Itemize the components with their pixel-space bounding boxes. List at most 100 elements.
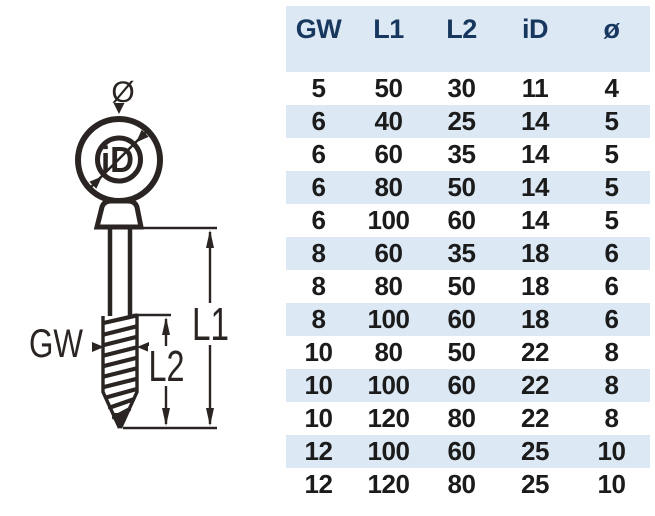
eyebolt-technical-drawing: iD Ø bbox=[0, 0, 286, 516]
eyebolt-drawing-svg: iD Ø bbox=[29, 76, 229, 430]
table-cell: 35 bbox=[447, 139, 476, 169]
dimensions-table: GW L1 L2 iD ø 5 50 30 11 4 6 40 25 14 5 … bbox=[286, 6, 650, 501]
table-row: 12 100 60 25 10 bbox=[286, 435, 650, 468]
table-cell: 60 bbox=[447, 436, 476, 466]
table-cell: 14 bbox=[521, 106, 549, 136]
table-cell: 6 bbox=[311, 205, 326, 235]
table-cell: 18 bbox=[521, 238, 549, 268]
table-row: 10 80 50 22 8 bbox=[286, 336, 650, 369]
table-row: 10 100 60 22 8 bbox=[286, 369, 650, 402]
table-cell: 8 bbox=[604, 370, 619, 400]
column-header-gw: GW bbox=[295, 14, 342, 44]
table-cell: 14 bbox=[521, 172, 549, 202]
table-cell: 5 bbox=[604, 139, 619, 169]
table-cell: 60 bbox=[374, 238, 403, 268]
table-cell: 80 bbox=[447, 469, 476, 499]
table-cell: 60 bbox=[374, 139, 403, 169]
table-row: 8 60 35 18 6 bbox=[286, 237, 650, 270]
table-cell: 5 bbox=[604, 205, 619, 235]
table-cell: 60 bbox=[447, 205, 476, 235]
table-cell: 6 bbox=[311, 139, 326, 169]
column-header-diameter: ø bbox=[603, 14, 621, 44]
inner-diameter-arrow-lower bbox=[89, 176, 102, 189]
table-row: 6 40 25 14 5 bbox=[286, 105, 650, 138]
table-cell: 6 bbox=[311, 106, 326, 136]
table-cell: 6 bbox=[604, 271, 619, 301]
l1-label-background bbox=[192, 303, 229, 345]
l2-label: L2 bbox=[149, 342, 185, 391]
table-cell: 30 bbox=[447, 73, 476, 103]
table-cell: 18 bbox=[521, 271, 549, 301]
table-header-row: GW L1 L2 iD ø bbox=[286, 6, 650, 72]
table-cell: 25 bbox=[447, 106, 476, 136]
table-cell: 22 bbox=[521, 403, 549, 433]
table-cell: 25 bbox=[521, 436, 549, 466]
table-cell: 10 bbox=[597, 469, 626, 499]
thread-size-arrow-left bbox=[92, 342, 104, 352]
table-cell: 8 bbox=[311, 271, 326, 301]
table-cell: 100 bbox=[367, 304, 410, 334]
table-cell: 12 bbox=[304, 469, 333, 499]
table-cell: 50 bbox=[447, 271, 476, 301]
table-cell: 100 bbox=[367, 436, 410, 466]
table-cell: 80 bbox=[374, 271, 403, 301]
table-cell: 40 bbox=[374, 106, 403, 136]
thread-size-arrow-right bbox=[137, 342, 149, 352]
table-cell: 22 bbox=[521, 370, 549, 400]
table-cell: 25 bbox=[521, 469, 549, 499]
outer-diameter-label: Ø bbox=[111, 76, 134, 109]
thread-size-label: GW bbox=[29, 322, 83, 366]
shank bbox=[107, 228, 133, 316]
table-cell: 60 bbox=[447, 304, 476, 334]
l2-arrow-bottom bbox=[162, 408, 170, 426]
table-cell: 10 bbox=[597, 436, 626, 466]
table-cell: 8 bbox=[311, 238, 326, 268]
column-header-l2: L2 bbox=[446, 14, 477, 44]
column-header-id: iD bbox=[522, 14, 549, 44]
table-cell: 100 bbox=[367, 205, 410, 235]
table-cell: 50 bbox=[447, 172, 476, 202]
l2-arrow-top bbox=[162, 317, 170, 335]
l1-arrow-top bbox=[206, 230, 214, 248]
table-cell: 14 bbox=[521, 139, 549, 169]
table-cell: 8 bbox=[311, 304, 326, 334]
table-row: 6 100 60 14 5 bbox=[286, 204, 650, 237]
column-header-l1: L1 bbox=[373, 14, 404, 44]
table-cell: 6 bbox=[604, 238, 619, 268]
table-cell: 120 bbox=[367, 403, 410, 433]
table-cell: 14 bbox=[521, 205, 549, 235]
table-cell: 10 bbox=[304, 370, 333, 400]
table-cell: 18 bbox=[521, 304, 549, 334]
table-cell: 35 bbox=[447, 238, 476, 268]
table-cell: 22 bbox=[521, 337, 549, 367]
table-cell: 120 bbox=[367, 469, 410, 499]
table-cell: 11 bbox=[521, 73, 549, 103]
inner-diameter-arrow-upper bbox=[136, 129, 149, 143]
inner-diameter-label: iD bbox=[101, 139, 134, 180]
collar bbox=[93, 198, 145, 230]
table-row: 10 120 80 22 8 bbox=[286, 402, 650, 435]
table-cell: 10 bbox=[304, 337, 333, 367]
table-cell: 10 bbox=[304, 403, 333, 433]
table-cell: 80 bbox=[374, 337, 403, 367]
table-cell: 50 bbox=[447, 337, 476, 367]
table-cell: 12 bbox=[304, 436, 333, 466]
table-cell: 6 bbox=[311, 172, 326, 202]
table-cell: 5 bbox=[311, 73, 326, 103]
table-row: 6 60 35 14 5 bbox=[286, 138, 650, 171]
table-row: 12 120 80 25 10 bbox=[286, 468, 650, 501]
screw-tip bbox=[112, 413, 128, 429]
l1-label: L1 bbox=[192, 298, 229, 350]
l2-label-background bbox=[148, 346, 185, 386]
table-cell: 80 bbox=[447, 403, 476, 433]
table-cell: 100 bbox=[367, 370, 410, 400]
table-cell: 6 bbox=[604, 304, 619, 334]
table-row: 8 100 60 18 6 bbox=[286, 303, 650, 336]
table-row: 6 80 50 14 5 bbox=[286, 171, 650, 204]
outer-diameter-arrow bbox=[113, 103, 125, 114]
table-cell: 80 bbox=[374, 172, 403, 202]
table-cell: 8 bbox=[604, 403, 619, 433]
table-cell: 5 bbox=[604, 106, 619, 136]
table-row: 5 50 30 11 4 bbox=[286, 72, 650, 105]
